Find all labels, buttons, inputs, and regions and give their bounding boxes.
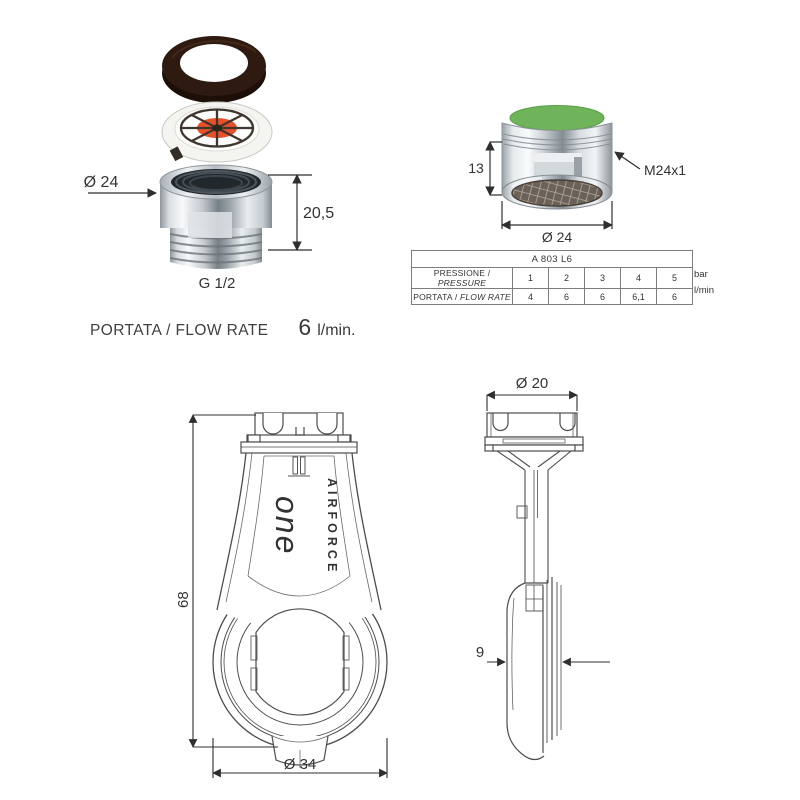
key-height-label: 68	[175, 591, 192, 608]
pressure-value: 4	[620, 267, 657, 289]
key-stem	[496, 450, 572, 583]
key-side-dimension-lines	[486, 390, 610, 667]
exploded-view-diagram: Ø 24 20,5 G 1/2	[84, 36, 334, 292]
key-ring-socket	[250, 608, 350, 716]
aerator-dimension-lines	[485, 141, 641, 230]
flow-value: 6	[656, 288, 693, 305]
brand-text: AIRFORCE	[325, 478, 339, 575]
pressure-row: PRESSIONE / PRESSURE 1 2 3 4 5	[411, 267, 693, 289]
aerator-diameter-label: Ø 24	[542, 229, 573, 245]
adapter-reflection	[188, 212, 232, 238]
flow-label: PORTATA / FLOW RATE	[411, 288, 513, 305]
flow-summary-value: 6	[298, 314, 312, 340]
flow-value: 6,1	[620, 288, 657, 305]
mesh-face	[511, 179, 603, 207]
filter-spokes	[179, 108, 255, 148]
exploded-diameter-label: Ø 24	[84, 174, 119, 191]
aerator-height-label: 13	[468, 160, 484, 176]
flow-summary: PORTATA / FLOW RATE 6 l/min.	[90, 314, 355, 341]
thread-ridges	[502, 133, 612, 151]
brand-script-text: one	[269, 496, 305, 555]
model-row: A 803 L6	[411, 250, 693, 268]
aerator-photo	[501, 105, 613, 210]
pressure-value: 3	[584, 267, 621, 289]
key-body-inner-lines	[225, 452, 373, 603]
flow-value: 6	[548, 288, 585, 305]
flow-value: 4	[512, 288, 549, 305]
key-crown-side	[484, 412, 584, 452]
key-side-view-diagram: Ø 20 9	[476, 375, 610, 761]
aerator-thread-label: M24x1	[644, 162, 686, 178]
key-crown-front	[240, 412, 358, 454]
flow-unit: l/min	[694, 285, 715, 296]
pressure-label: PRESSIONE / PRESSURE	[411, 267, 513, 289]
key-body-outline	[216, 452, 382, 611]
exploded-dimension-lines	[88, 174, 312, 251]
pressure-value: 5	[656, 267, 693, 289]
filter-insert	[161, 101, 273, 163]
exploded-height-label: 20,5	[303, 205, 334, 222]
green-gasket-top	[509, 105, 605, 131]
key-bottom-tab	[267, 733, 333, 768]
aerator-photo-diagram: 13 Ø 24 M24x1	[468, 105, 686, 245]
adapter-body	[159, 164, 273, 269]
flow-summary-unit: l/min.	[317, 322, 356, 339]
pressure-unit: bar	[694, 269, 708, 280]
spec-table: A 803 L6 PRESSIONE / PRESSURE 1 2 3 4 5 …	[411, 250, 693, 305]
key-diameter-label: Ø 34	[284, 756, 317, 773]
flow-value: 6	[584, 288, 621, 305]
pressure-value: 1	[512, 267, 549, 289]
pressure-value: 2	[548, 267, 585, 289]
flow-summary-label: PORTATA / FLOW RATE	[90, 322, 269, 339]
key-center-detail	[288, 456, 310, 477]
key-front-dimension-lines	[188, 414, 388, 778]
key-thickness-label: 9	[476, 644, 484, 661]
flow-row: PORTATA / FLOW RATE 4 6 6 6,1 6	[411, 288, 693, 305]
key-blade-side	[506, 577, 562, 761]
key-body-fill	[217, 453, 381, 630]
model-code: A 803 L6	[411, 250, 693, 268]
key-side-diameter-label: Ø 20	[516, 375, 549, 392]
gasket-ring	[162, 36, 266, 103]
filter-tab	[169, 146, 184, 162]
key-front-view-diagram: AIRFORCE one 68 Ø 34	[175, 412, 388, 778]
exploded-thread-label: G 1/2	[199, 275, 236, 292]
